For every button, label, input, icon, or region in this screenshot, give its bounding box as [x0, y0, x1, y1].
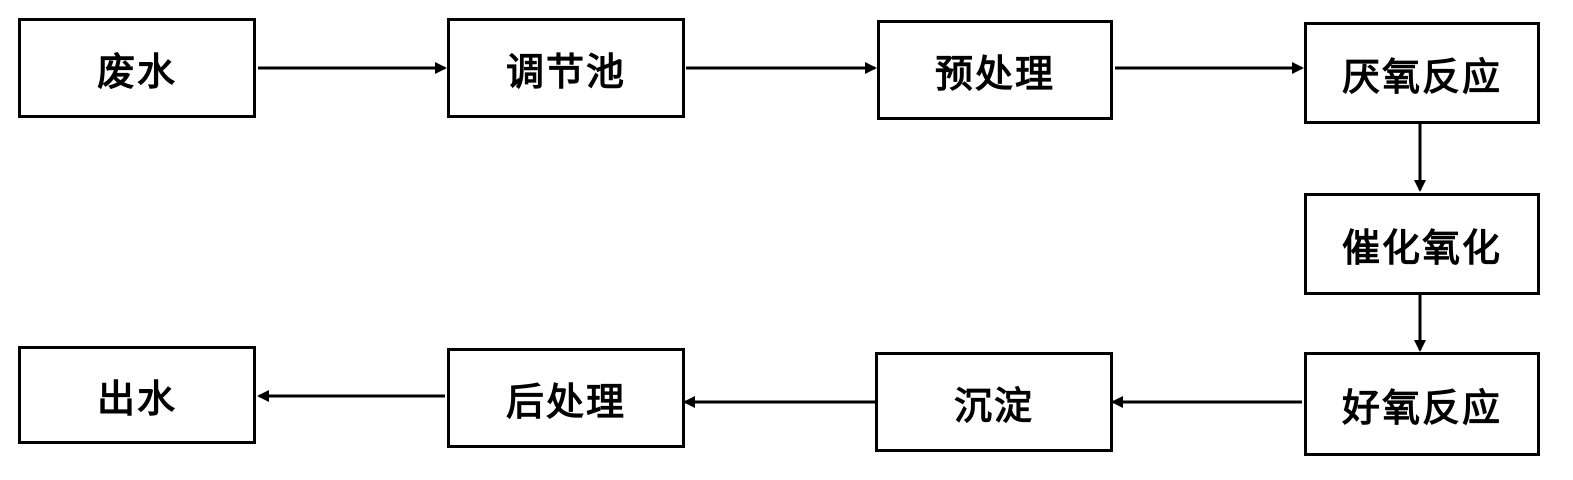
step-wastewater-label: 废水 — [96, 49, 177, 94]
step-post-treatment: 后处理 — [447, 348, 685, 448]
step-effluent: 出水 — [18, 346, 256, 444]
step-anaerobic-reaction-label: 厌氧反应 — [1341, 54, 1502, 99]
step-aerobic-reaction-label: 好氧反应 — [1341, 385, 1502, 430]
step-catalytic-oxidation-label: 催化氧化 — [1341, 225, 1502, 270]
step-equalization-tank-label: 调节池 — [505, 49, 626, 94]
step-sedimentation: 沉淀 — [875, 352, 1113, 452]
step-wastewater: 废水 — [18, 18, 256, 118]
step-effluent-label: 出水 — [96, 376, 177, 421]
step-equalization-tank: 调节池 — [447, 18, 685, 118]
step-anaerobic-reaction: 厌氧反应 — [1304, 22, 1540, 124]
step-aerobic-reaction: 好氧反应 — [1304, 352, 1540, 456]
step-pretreatment: 预处理 — [877, 20, 1113, 120]
step-pretreatment-label: 预处理 — [934, 51, 1055, 96]
step-catalytic-oxidation: 催化氧化 — [1304, 193, 1540, 295]
step-post-treatment-label: 后处理 — [505, 379, 626, 424]
step-sedimentation-label: 沉淀 — [953, 383, 1034, 428]
